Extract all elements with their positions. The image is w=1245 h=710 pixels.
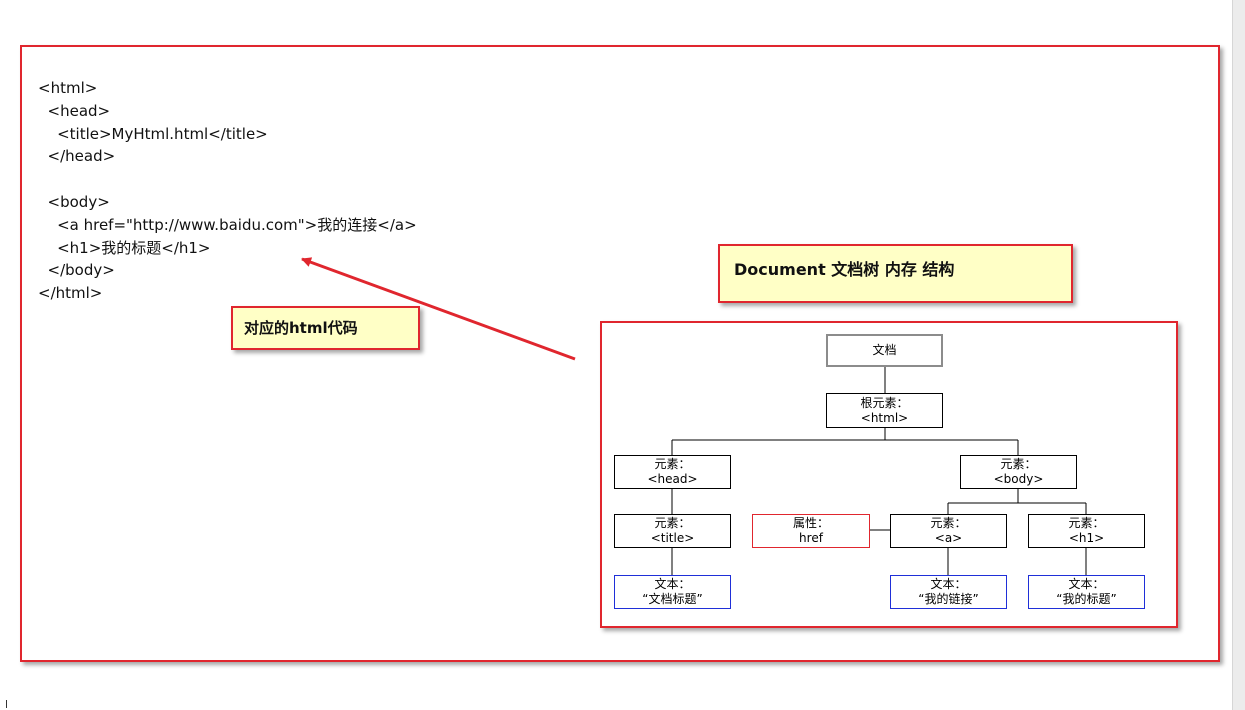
node-text: “我的链接” (918, 592, 979, 606)
a-element-node: 元素： <a> (890, 514, 1007, 548)
pointer-arrow (301, 257, 576, 361)
node-tag: <body> (993, 472, 1044, 486)
node-label: 元素： (654, 457, 691, 471)
document-node: 文档 (826, 334, 943, 367)
node-label: 属性： (792, 516, 829, 530)
node-label: 文本： (654, 577, 691, 591)
text-cursor (6, 700, 7, 708)
code-line: <h1>我的标题</h1> (38, 238, 211, 257)
outer-red-frame (20, 45, 1220, 662)
html-code-block: <html> <head> <title>MyHtml.html</title>… (38, 77, 417, 305)
head-element-node: 元素： <head> (614, 455, 731, 489)
body-element-node: 元素： <body> (960, 455, 1077, 489)
node-text: “我的标题” (1056, 592, 1117, 606)
node-label: 元素： (930, 516, 967, 530)
title-text-node: 文本： “文档标题” (614, 575, 731, 609)
node-tag: <html> (860, 410, 909, 425)
code-line: <title>MyHtml.html</title> (38, 124, 268, 143)
a-text-node: 文本： “我的链接” (890, 575, 1007, 609)
node-label: 根元素： (860, 395, 909, 410)
node-label: 元素： (654, 516, 691, 530)
code-line: <body> (38, 192, 110, 211)
node-tag: href (799, 531, 823, 545)
node-tag: <title> (650, 531, 695, 545)
document-tree-callout: Document 文档树 内存 结构 (718, 244, 1073, 303)
node-tag: <head> (647, 472, 698, 486)
node-tag: <a> (934, 531, 963, 545)
code-line: </head> (38, 147, 116, 166)
node-label: 元素： (1068, 516, 1105, 530)
code-line: </body> (38, 261, 115, 280)
code-line: <a href="http://www.baidu.com">我的连接</a> (38, 215, 417, 234)
code-line: </html> (38, 284, 103, 303)
code-callout: 对应的html代码 (231, 306, 420, 350)
code-line: <head> (38, 101, 111, 120)
node-tag: <h1> (1068, 531, 1105, 545)
window-edge-strip (1232, 0, 1245, 710)
node-text: “文档标题” (642, 592, 703, 606)
h1-text-node: 文本： “我的标题” (1028, 575, 1145, 609)
href-attribute-node: 属性： href (752, 514, 870, 548)
title-element-node: 元素： <title> (614, 514, 731, 548)
node-label: 文档 (872, 343, 897, 357)
root-element-node: 根元素： <html> (826, 393, 943, 428)
h1-element-node: 元素： <h1> (1028, 514, 1145, 548)
node-label: 文本： (930, 577, 967, 591)
node-label: 元素： (1000, 457, 1037, 471)
node-label: 文本： (1068, 577, 1105, 591)
code-line: <html> (38, 79, 98, 97)
